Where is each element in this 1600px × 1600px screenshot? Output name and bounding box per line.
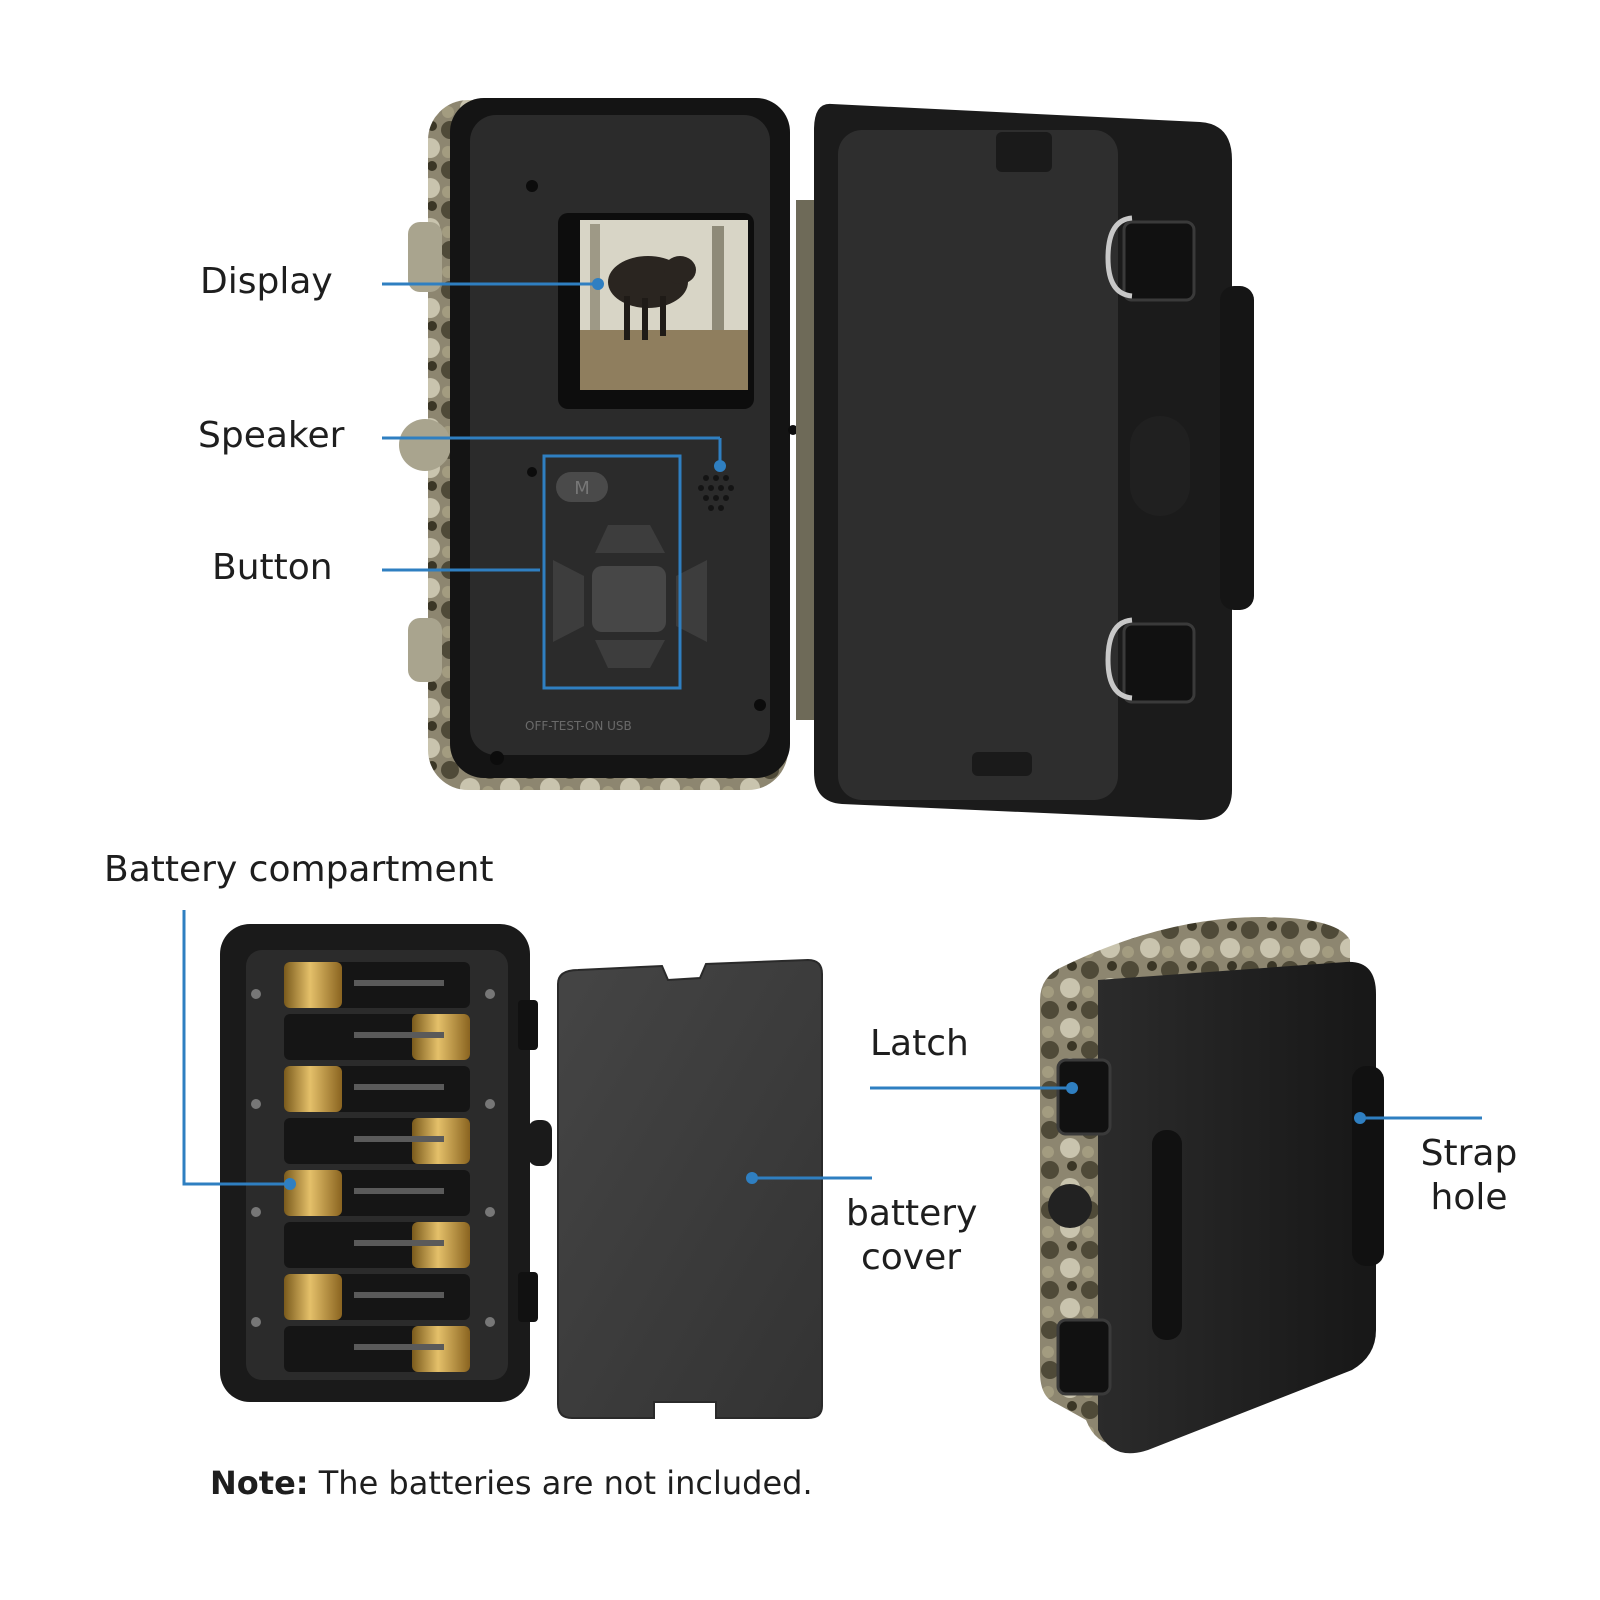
screw-icon	[527, 467, 537, 477]
note-text: The batteries are not included.	[318, 1464, 813, 1502]
screw-icon	[251, 1317, 261, 1327]
left-arrow-icon[interactable]	[553, 560, 584, 642]
battery-cell	[284, 1066, 470, 1112]
latch-icon[interactable]	[1122, 220, 1196, 302]
strap-hole-label-line1: Strap	[1420, 1133, 1518, 1174]
battery-cover-label-line2: cover	[860, 1237, 962, 1278]
up-arrow-icon[interactable]	[595, 525, 665, 553]
latch-label: Latch	[870, 1023, 969, 1064]
hinge	[796, 200, 814, 720]
open-door	[814, 103, 1254, 820]
clip-tab	[518, 1272, 538, 1322]
speaker-grill	[698, 475, 734, 511]
battery-cell	[284, 1170, 470, 1216]
strap-slot	[1152, 1130, 1182, 1340]
latch-icon[interactable]	[1056, 1318, 1112, 1396]
battery-cell	[284, 1118, 470, 1164]
battery-cell	[284, 1274, 470, 1320]
speaker-label: Speaker	[198, 415, 345, 456]
button-label: Button	[212, 547, 333, 588]
screw-icon	[490, 751, 504, 765]
clip-tab	[518, 1000, 538, 1050]
display-label: Display	[200, 261, 333, 302]
switch-label: OFF-TEST-ON USB	[525, 719, 632, 733]
latch-ring	[1105, 617, 1133, 701]
battery-cell	[284, 962, 470, 1008]
strap-hole-icon	[1352, 1066, 1384, 1266]
strap-loop	[1220, 286, 1254, 610]
latch-slot	[996, 132, 1052, 172]
battery-cover-illustration	[557, 958, 823, 1419]
note: Note: The batteries are not included.	[210, 1464, 813, 1502]
mount-knob	[1048, 1184, 1092, 1228]
screw-icon	[485, 1317, 495, 1327]
down-arrow-icon[interactable]	[595, 640, 665, 668]
battery-compartment-illustration	[220, 924, 552, 1402]
screw-icon	[251, 1207, 261, 1217]
mode-button-label: M	[574, 478, 590, 499]
battery-cell	[284, 1222, 470, 1268]
mount-boss	[1130, 416, 1190, 516]
screw-icon	[251, 989, 261, 999]
screw-icon	[485, 989, 495, 999]
ok-button-icon[interactable]	[592, 566, 666, 632]
hinge-slot	[972, 752, 1032, 776]
battery-cover-label-line1: battery	[846, 1193, 978, 1234]
display-screen	[580, 220, 748, 390]
battery-cell	[284, 1014, 470, 1060]
screw-icon	[485, 1099, 495, 1109]
latch-icon[interactable]	[1056, 1058, 1112, 1136]
closed-camera-back	[1040, 917, 1384, 1454]
screw-icon	[251, 1099, 261, 1109]
right-arrow-icon[interactable]	[676, 560, 707, 642]
screw-icon	[754, 699, 766, 711]
battery-compartment-label: Battery compartment	[104, 849, 494, 890]
strap-hole-label-line2: hole	[1430, 1177, 1508, 1218]
latch-ring	[1105, 215, 1133, 299]
mode-button-icon[interactable]	[556, 472, 608, 502]
latch-icon[interactable]	[1122, 622, 1196, 704]
hinge-tab	[528, 1120, 552, 1166]
callout-lines	[182, 278, 1482, 1190]
screw-icon	[526, 180, 538, 192]
open-camera: M OFF-TEST-ON USB	[399, 98, 1254, 820]
screw-icon	[485, 1207, 495, 1217]
side-knob-mid	[399, 419, 451, 471]
side-knob-top	[408, 222, 442, 292]
note-prefix: Note:	[210, 1464, 309, 1502]
screw-icon	[788, 425, 798, 435]
battery-cell	[284, 1326, 470, 1372]
side-knob-bottom	[408, 618, 442, 682]
keypad: M	[553, 472, 707, 668]
callout-battery-compartment	[182, 910, 290, 1186]
battery-rows	[284, 962, 470, 1372]
button-highlight-box	[542, 454, 682, 690]
